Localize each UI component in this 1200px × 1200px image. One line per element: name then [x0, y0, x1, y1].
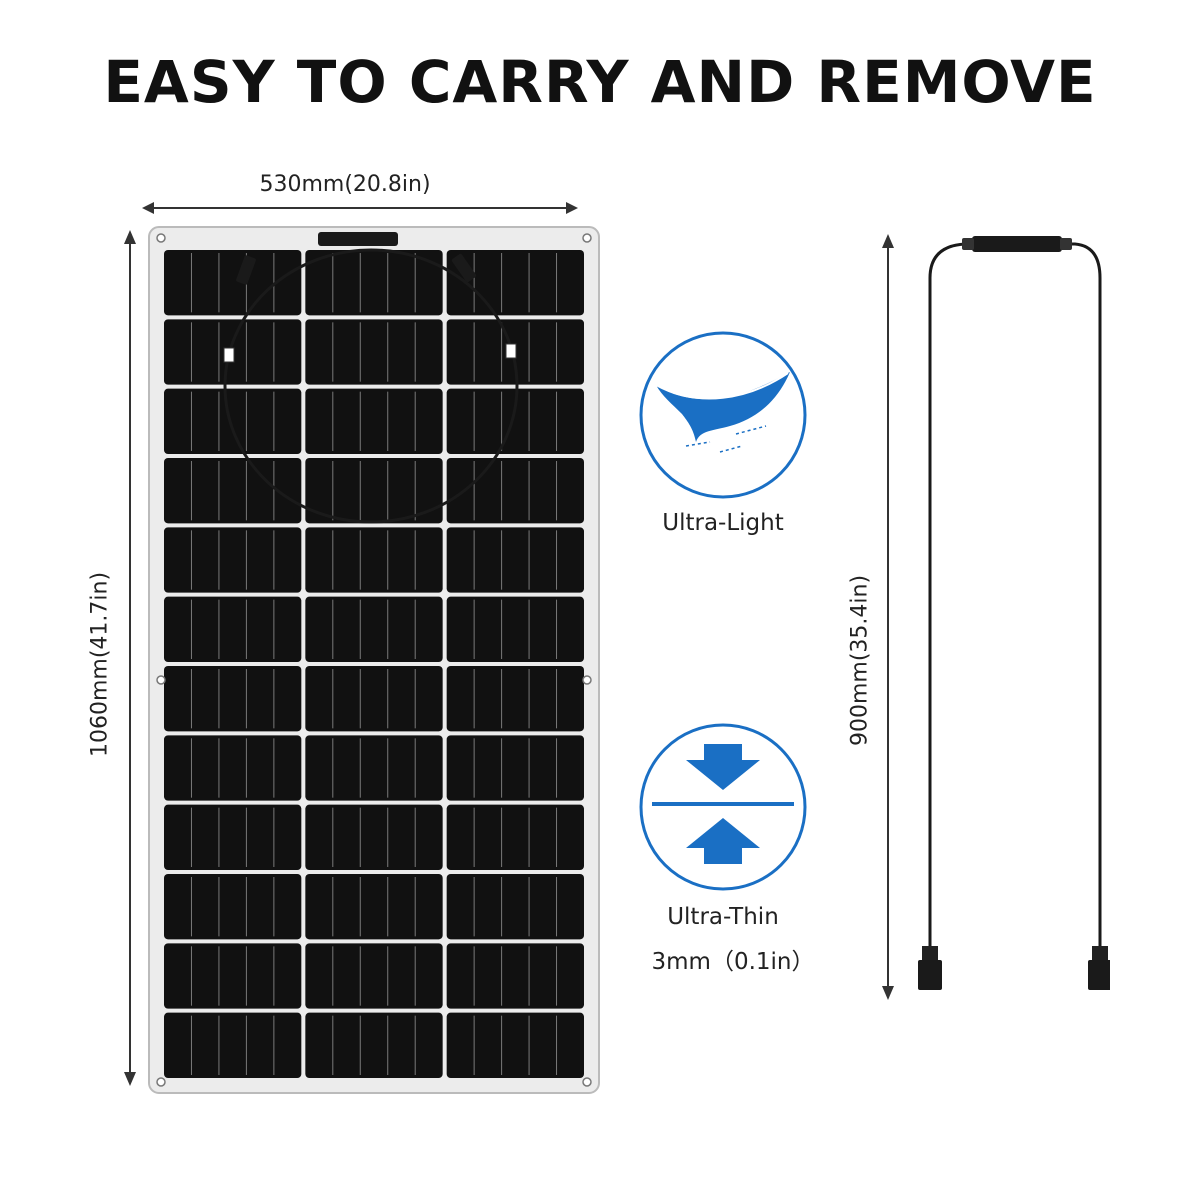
panel-cable [223, 232, 519, 524]
ultra-light-label: Ultra-Light [662, 510, 784, 536]
cable-length-label: 900mm(35.4in) [847, 574, 873, 747]
solar-cell [305, 874, 443, 940]
solar-cell [164, 943, 302, 1009]
width-arrow [142, 202, 578, 214]
solar-cell [305, 1012, 443, 1078]
ultra-thin-badge [639, 723, 807, 891]
cable-length-arrow [882, 234, 894, 1000]
solar-cell [305, 250, 443, 316]
solar-panel [148, 226, 600, 1094]
solar-cell [164, 804, 302, 870]
solar-cell [164, 735, 302, 801]
compress-arrows-icon [652, 744, 794, 864]
solar-cell [164, 596, 302, 662]
solar-cell [164, 666, 302, 732]
ultra-thin-thickness-label: 3mm（0.1in） [651, 949, 815, 975]
solar-cell [305, 319, 443, 385]
solar-cell [446, 250, 584, 316]
solar-cell [164, 250, 302, 316]
solar-cell [305, 943, 443, 1009]
solar-cell [446, 527, 584, 593]
ultra-thin-label: Ultra-Thin [667, 904, 779, 930]
page-title: EASY TO CARRY AND REMOVE [103, 48, 1097, 116]
solar-cell [446, 874, 584, 940]
feather-icon [655, 372, 790, 453]
solar-cell [446, 596, 584, 662]
solar-cell [446, 458, 584, 524]
height-dimension-label: 1060mm(41.7in) [87, 571, 113, 758]
solar-cell [446, 1012, 584, 1078]
solar-cell [164, 527, 302, 593]
solar-cell [305, 596, 443, 662]
ultra-light-badge [639, 331, 807, 499]
solar-cell [305, 458, 443, 524]
solar-cell [446, 943, 584, 1009]
connector-right [1088, 946, 1110, 990]
solar-cell [164, 874, 302, 940]
solar-cell [446, 388, 584, 454]
solar-cell [305, 666, 443, 732]
solar-cell [305, 804, 443, 870]
solar-cell [305, 735, 443, 801]
solar-cell [164, 458, 302, 524]
solar-cell [164, 388, 302, 454]
width-dimension-label: 530mm(20.8in) [259, 172, 431, 197]
height-arrow [124, 230, 136, 1086]
solar-cell [446, 735, 584, 801]
solar-cell [305, 388, 443, 454]
cable-illustration [918, 236, 1110, 990]
solar-cell [446, 666, 584, 732]
connector-left [918, 946, 942, 990]
solar-cell [305, 527, 443, 593]
solar-cell [164, 1012, 302, 1078]
solar-cell [446, 804, 584, 870]
